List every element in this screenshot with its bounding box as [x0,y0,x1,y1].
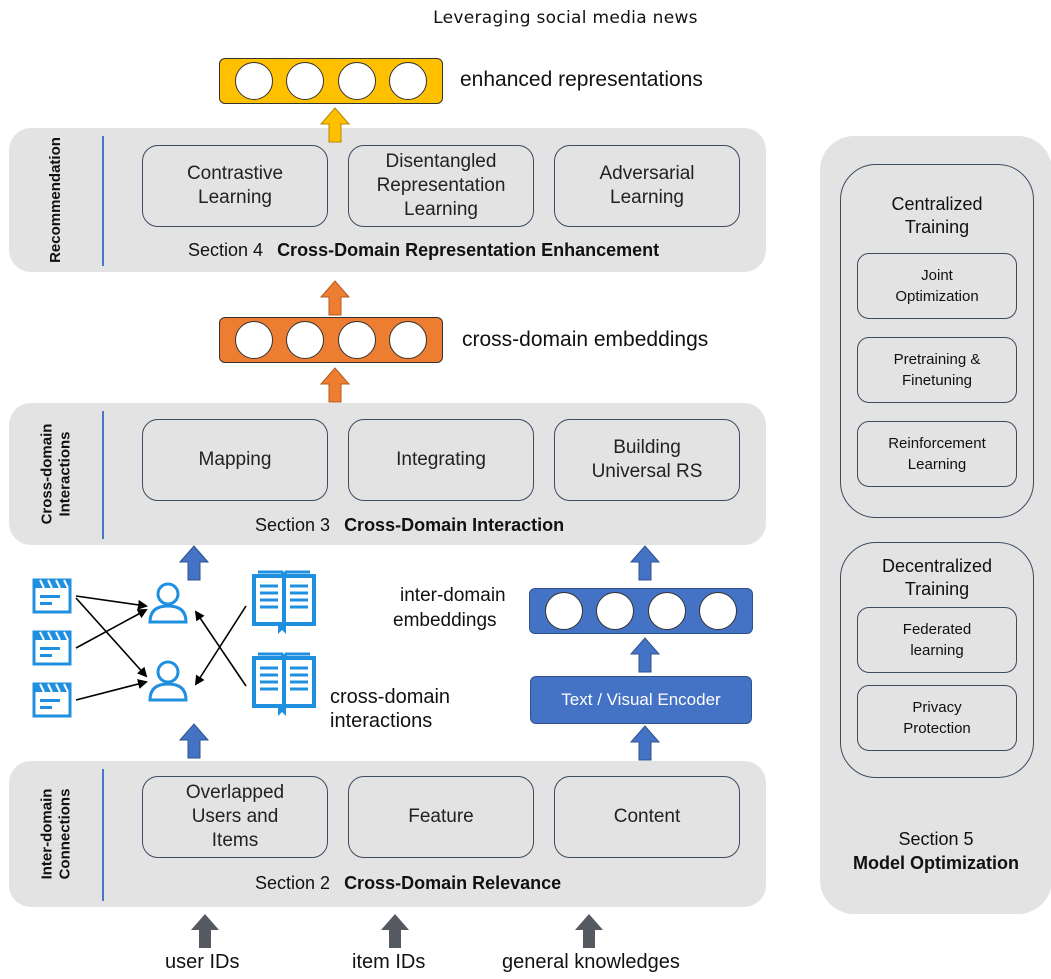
universal-rs-box: Building Universal RS [554,419,740,501]
centralized-training-title: Centralized Training [891,194,983,237]
overlapped-users-items-box: Overlapped Users and Items [142,776,328,858]
up-arrow-icon [179,723,209,759]
cross-domain-interactions-line1: cross-domain [330,686,451,708]
user-icon [148,582,188,624]
section-2-caption: Section 2 Cross-Domain Relevance [255,873,561,894]
inter-domain-label-line1: inter-domain [400,585,506,606]
input-user-ids: user IDs [165,951,240,973]
joint-optimization-box: Joint Optimization [857,253,1017,319]
vector-cell [337,62,376,100]
contrastive-learning-box: Contrastive Learning [142,145,328,227]
clapperboard-icon [32,630,72,666]
reinforcement-learning-box: Reinforcement Learning [857,421,1017,487]
section-5-caption: Section 5 Model Optimization [820,827,1051,875]
input-item-ids: item IDs [352,951,426,973]
adversarial-learning-box: Adversarial Learning [554,145,740,227]
vector-cell [234,62,273,100]
section-3-number: Section 3 [255,515,331,535]
section-3-title: Cross-Domain Interaction [344,515,565,535]
book-icon [252,652,316,718]
up-arrow-icon [191,914,219,948]
vector-cell [544,592,583,630]
section-5-number: Section 5 [898,829,974,849]
integrating-box: Integrating [348,419,534,501]
up-arrow-icon [320,367,350,403]
vector-cell [286,321,325,359]
federated-learning-box: Federated learning [857,607,1017,673]
user-icon [148,660,188,702]
inter-domain-embeddings-vector [529,588,753,634]
up-arrow-icon [381,914,409,948]
diagram-title: Leveraging social media news [433,8,698,28]
section-4-caption: Section 4 Cross-Domain Representation Enh… [188,240,659,261]
input-general-knowledges: general knowledges [502,951,680,973]
up-arrow-icon [630,545,660,581]
up-arrow-icon [630,637,660,673]
cross-domain-embeddings-label: cross-domain embeddings [462,328,709,351]
section-3-caption: Section 3 Cross-Domain Interaction [255,515,564,536]
up-arrow-icon [320,280,350,316]
privacy-protection-box: Privacy Protection [857,685,1017,751]
connections-divider [102,769,104,901]
vector-cell [389,321,428,359]
disentangled-learning-box: Disentangled Representation Learning [348,145,534,227]
vector-cell [699,592,738,630]
vector-cell [596,592,635,630]
vector-cell [389,62,428,100]
clapperboard-icon [32,682,72,718]
decentralized-training-group: Decentralized Training Federated learnin… [840,542,1034,778]
up-arrow-icon [575,914,603,948]
book-icon [252,570,316,636]
recommendation-divider [102,136,104,266]
cross-domain-interactions-label: cross-domain interactions [330,685,450,733]
vector-cell [337,321,376,359]
up-arrow-icon [630,725,660,761]
enhanced-representations-vector [219,58,443,104]
mapping-box: Mapping [142,419,328,501]
inter-domain-label-line2: embeddings [393,610,497,631]
section-2-title: Cross-Domain Relevance [344,873,562,893]
up-arrow-icon [320,107,350,143]
section-4-number: Section 4 [188,240,264,260]
section-4-title: Cross-Domain Representation Enhancement [277,240,660,260]
feature-box: Feature [348,776,534,858]
up-arrow-icon [179,545,209,581]
interaction-arrows [75,595,247,701]
section-2-number: Section 2 [255,873,331,893]
interactions-divider [102,411,104,539]
vector-cell [647,592,686,630]
decentralized-training-title: Decentralized Training [881,556,993,599]
content-box: Content [554,776,740,858]
vector-cell [286,62,325,100]
vector-cell [234,321,273,359]
text-visual-encoder: Text / Visual Encoder [530,676,752,724]
clapperboard-icon [32,578,72,614]
centralized-training-group: Centralized Training Joint Optimization … [840,164,1034,518]
pretraining-finetuning-box: Pretraining & Finetuning [857,337,1017,403]
section-5-title: Model Optimization [853,853,1019,873]
cross-domain-embeddings-vector [219,317,443,363]
enhanced-representations-label: enhanced representations [460,68,703,91]
cross-domain-interactions-line2: interactions [330,710,433,732]
